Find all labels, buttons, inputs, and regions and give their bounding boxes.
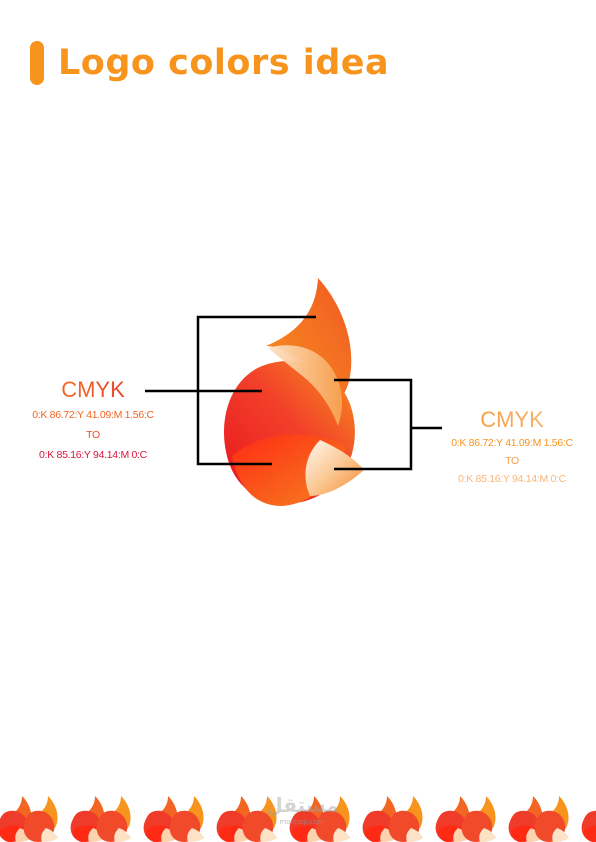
footer-logo-icon [70,796,131,842]
page-header: Logo colors idea [30,40,389,86]
connector-lines [145,315,442,471]
right-to-connector: TO [505,455,519,467]
left-to-connector: TO [86,429,100,441]
footer-logo-icon [143,796,204,842]
left-cmyk-label: CMYK [0,378,186,402]
watermark: مستقل [265,793,339,817]
title-accent-bar [30,41,44,85]
footer-logo-icon [581,810,596,842]
footer-logo-pattern [0,796,596,842]
right-from-values: 0:K 86.72:Y 41.09:M 1.56:C [451,437,573,449]
footer-logo-icon [216,796,277,842]
watermark-url: mostaql.com [279,818,325,826]
left-from-values: 0:K 86.72:Y 41.09:M 1.56:C [32,409,154,421]
left-to-values: 0:K 85.16:Y 94.14:M 0:C [39,449,147,461]
right-color-spec: CMYK 0:K 86.72:Y 41.09:M 1.56:C TO 0:K 8… [428,408,596,486]
right-to-values: 0:K 85.16:Y 94.14:M 0:C [458,473,566,485]
left-color-spec: CMYK 0:K 86.72:Y 41.09:M 1.56:C TO 0:K 8… [0,378,186,462]
footer-logo-icon [362,796,423,842]
page-title: Logo colors idea [58,43,390,83]
fox-flame-logo-icon [223,278,364,506]
footer-logo-icon [0,796,58,842]
footer-logo-icon [508,796,569,842]
right-cmyk-label: CMYK [428,408,596,432]
footer-logo-icon [289,796,350,842]
footer-logo-icon [435,796,496,842]
